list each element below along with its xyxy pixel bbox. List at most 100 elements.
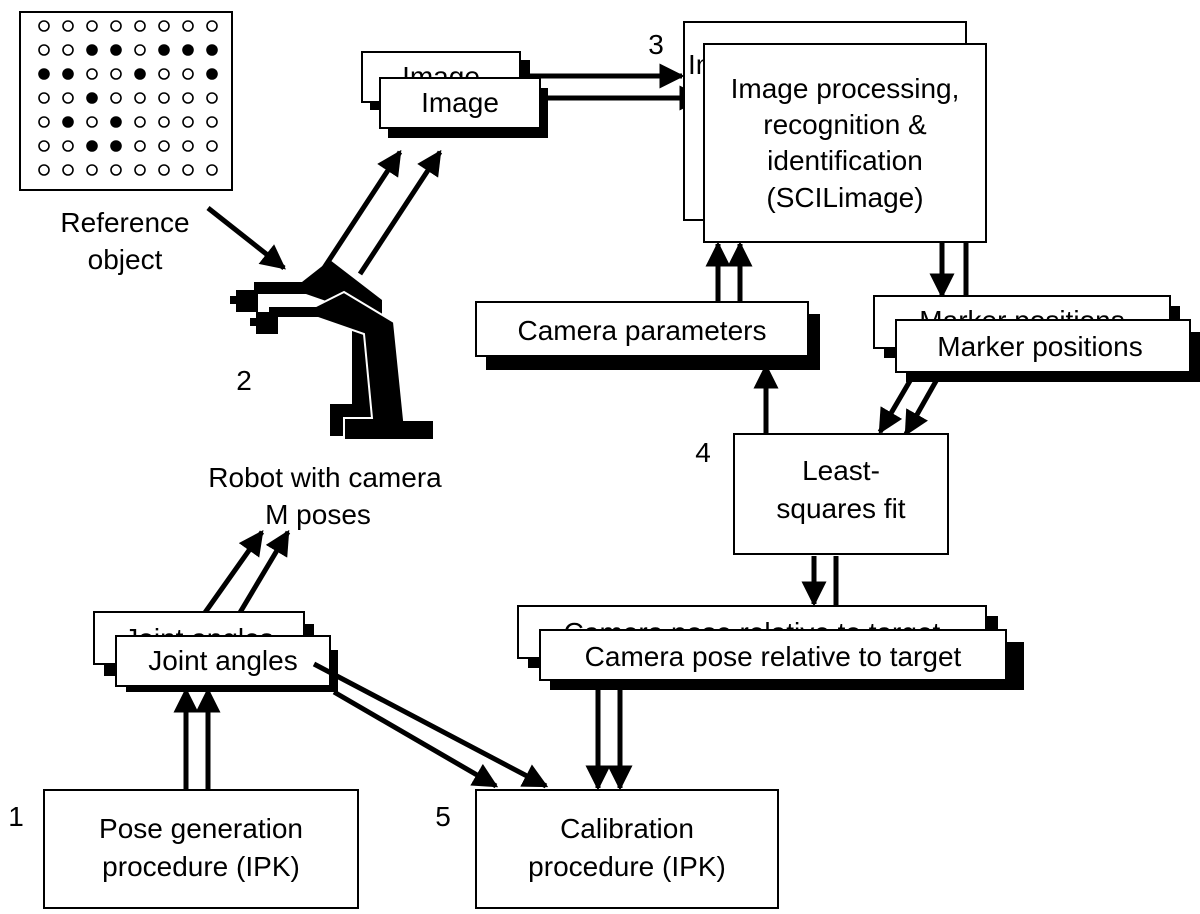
marker-dot-hollow: [206, 116, 218, 128]
marker-dot-filled: [110, 140, 122, 152]
calibration-line2: procedure (IPK): [528, 851, 726, 882]
joint-angles-stack: Joint angles Joint angles: [93, 611, 338, 692]
marker-dot-hollow: [158, 164, 170, 176]
reference-object-frame: [19, 11, 233, 191]
processing-line4: (SCILimage): [766, 182, 923, 213]
camera-pose-stack: Camera pose relative to target Camera po…: [517, 605, 1024, 690]
marker-dot-hollow: [134, 92, 146, 104]
lsq-step-number: 4: [695, 437, 711, 468]
marker-dot-hollow: [86, 116, 98, 128]
calibration-line1: Calibration: [560, 813, 694, 844]
arrow-markers-to-lsq-2: [903, 372, 943, 437]
marker-dot-grid: [38, 20, 218, 176]
marker-dot-filled: [206, 68, 218, 80]
marker-dot-filled: [158, 44, 170, 56]
marker-dot-hollow: [38, 164, 50, 176]
marker-dot-hollow: [182, 92, 194, 104]
camera-parameters-box: Camera parameters: [475, 301, 820, 370]
camera-pose-front-label: Camera pose relative to target: [585, 641, 962, 672]
marker-dot-hollow: [86, 68, 98, 80]
least-squares-box: Least- squares fit: [733, 433, 949, 555]
marker-dot-hollow: [110, 92, 122, 104]
calibration-step-number: 5: [435, 801, 451, 832]
marker-dot-filled: [134, 68, 146, 80]
arrow-robot-to-image-1: [317, 149, 403, 276]
camera-parameters-label: Camera parameters: [518, 315, 767, 346]
marker-dot-hollow: [158, 92, 170, 104]
marker-dot-hollow: [158, 68, 170, 80]
arrow-joint-to-robot-1: [201, 529, 265, 616]
marker-dot-hollow: [62, 140, 74, 152]
marker-dot-filled: [86, 140, 98, 152]
processing-line1: Image processing,: [731, 73, 960, 104]
arrow-joint-to-calibration-2: [332, 689, 499, 789]
marker-dot-hollow: [158, 140, 170, 152]
marker-dot-hollow: [86, 20, 98, 32]
reference-object: [19, 11, 233, 191]
marker-dot-hollow: [38, 116, 50, 128]
marker-dot-hollow: [182, 140, 194, 152]
marker-dot-filled: [62, 116, 74, 128]
marker-dot-hollow: [134, 116, 146, 128]
marker-dot-hollow: [86, 164, 98, 176]
marker-positions-stack: Marker positions Marker positions: [873, 295, 1200, 382]
lsq-line2: squares fit: [776, 493, 905, 524]
lsq-line1: Least-: [802, 455, 880, 486]
marker-positions-front-label: Marker positions: [937, 331, 1142, 362]
calibration-box: Calibration procedure (IPK): [475, 789, 779, 909]
marker-dot-hollow: [206, 20, 218, 32]
marker-dot-filled: [182, 44, 194, 56]
posegen-step-number: 1: [8, 801, 24, 832]
marker-dot-hollow: [158, 20, 170, 32]
pose-generation-box: Pose generation procedure (IPK): [43, 789, 359, 909]
robot-label-line2: M poses: [265, 499, 371, 530]
marker-dot-filled: [62, 68, 74, 80]
posegen-line1: Pose generation: [99, 813, 303, 844]
marker-dot-hollow: [110, 68, 122, 80]
marker-dot-hollow: [182, 164, 194, 176]
marker-dot-filled: [86, 92, 98, 104]
marker-dot-hollow: [38, 92, 50, 104]
marker-dot-hollow: [182, 116, 194, 128]
marker-dot-hollow: [182, 68, 194, 80]
processing-step-number: 3: [648, 29, 664, 60]
marker-dot-filled: [86, 44, 98, 56]
marker-dot-hollow: [206, 140, 218, 152]
marker-dot-hollow: [38, 20, 50, 32]
processing-line2: recognition &: [763, 109, 927, 140]
marker-dot-hollow: [38, 140, 50, 152]
image-front-label: Image: [421, 87, 499, 118]
marker-dot-hollow: [134, 164, 146, 176]
marker-dot-hollow: [110, 20, 122, 32]
arrow-joint-to-calibration-1: [312, 661, 549, 789]
joint-angles-front-label: Joint angles: [148, 645, 297, 676]
processing-back-fragment: Im: [688, 49, 719, 80]
robot-label-line1: Robot with camera: [208, 462, 442, 493]
robot-step-number: 2: [236, 365, 252, 396]
marker-dot-filled: [38, 68, 50, 80]
image-stack: Image Image: [361, 51, 548, 138]
marker-dot-hollow: [62, 44, 74, 56]
reference-object-label-line2: object: [88, 244, 163, 275]
marker-dot-hollow: [158, 116, 170, 128]
processing-line3: identification: [767, 145, 923, 176]
marker-dot-filled: [110, 44, 122, 56]
marker-dot-hollow: [134, 140, 146, 152]
marker-dot-filled: [110, 116, 122, 128]
marker-dot-hollow: [62, 164, 74, 176]
marker-dot-hollow: [110, 164, 122, 176]
marker-positions-back-label: Marker positions: [919, 305, 1124, 336]
posegen-line2: procedure (IPK): [102, 851, 300, 882]
marker-dot-hollow: [182, 20, 194, 32]
image-processing-box: Im Image processing, recognition & ident…: [683, 21, 987, 243]
camera-pose-back-label: Camera pose relative to target: [564, 617, 941, 648]
arrow-robot-to-image-2: [357, 149, 443, 276]
marker-dot-hollow: [62, 92, 74, 104]
marker-dot-hollow: [38, 44, 50, 56]
reference-object-label-line1: Reference: [60, 207, 189, 238]
arrow-markers-to-lsq-1: [877, 372, 917, 435]
marker-dot-hollow: [206, 92, 218, 104]
marker-dot-hollow: [62, 20, 74, 32]
marker-dot-hollow: [134, 20, 146, 32]
